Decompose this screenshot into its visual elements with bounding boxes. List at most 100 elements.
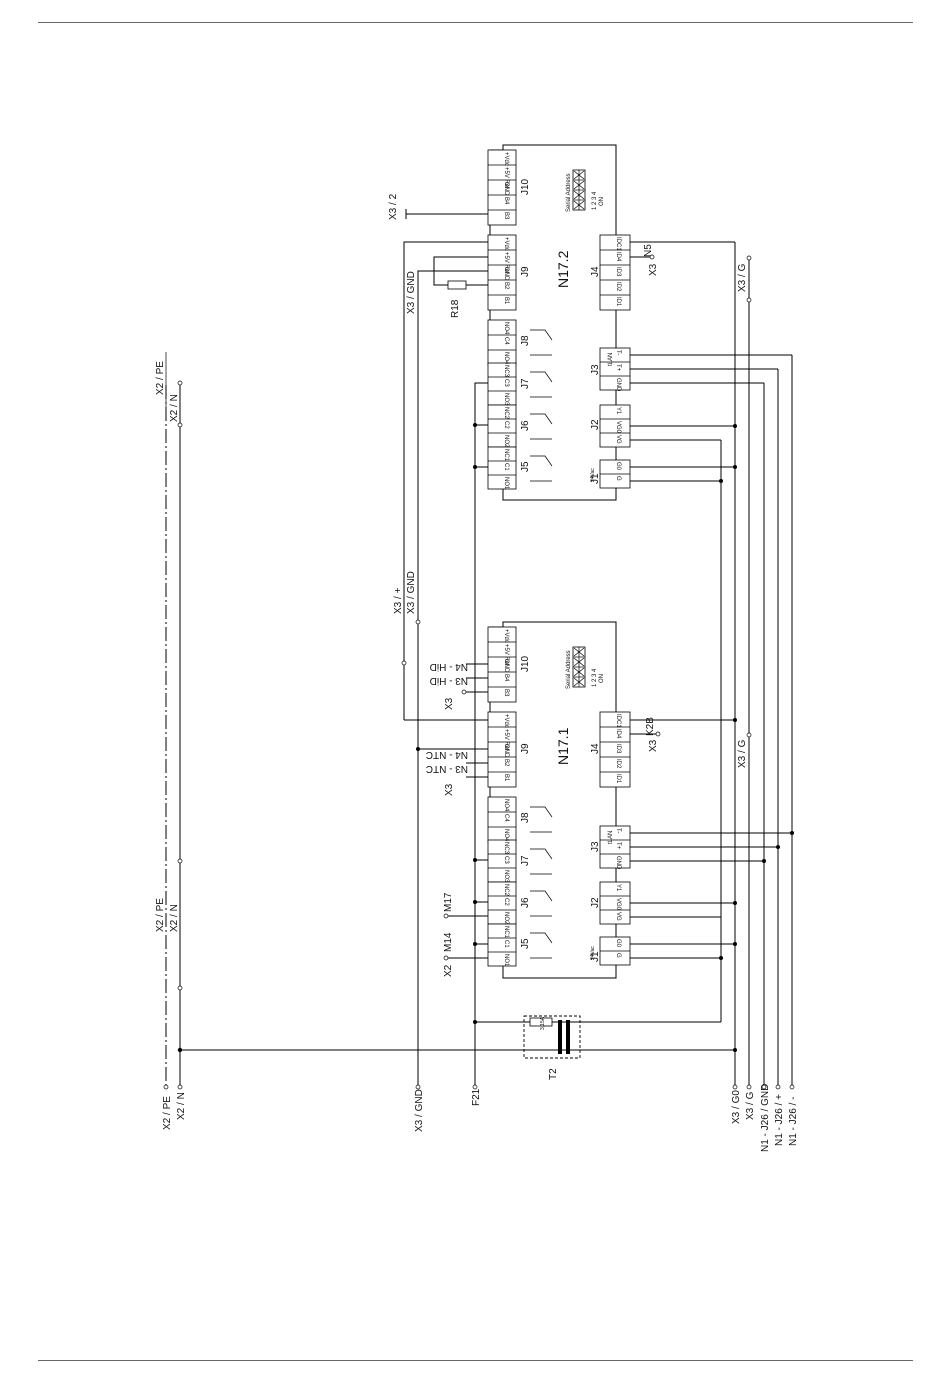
bottom-labels: X2 / PE X2 / N X3 / GND F21 X3 / G0 X3 /… <box>162 1084 799 1152</box>
pin-j6-1: NC2 <box>503 407 509 420</box>
pin-b-j8-2: C4 <box>503 814 509 822</box>
bottom-label-n1-plus: N1 - J26 / + <box>774 1094 785 1146</box>
pin-b-j3-1: T- <box>615 828 621 833</box>
label-x2: X2 <box>443 964 454 977</box>
pin-j2-3: VG <box>615 435 621 444</box>
pin-j6-3: NO2 <box>503 435 509 448</box>
pin-b-j1-2: G <box>615 953 621 958</box>
j1-note-24vac-b: 24Vac <box>590 946 596 960</box>
pin-j4-2: ID4 <box>615 252 621 262</box>
conn-j1: J1 <box>590 473 601 484</box>
top-rule <box>38 22 913 23</box>
pin-j7-1: NC3 <box>503 365 509 378</box>
pin-b-j10-1: +Vdc <box>503 629 509 643</box>
fuse-label: 3,15A <box>540 1016 546 1030</box>
j3-note-tlan-b: tLAN <box>608 831 614 844</box>
bottom-label-x2-n: X2 / N <box>176 1092 187 1120</box>
conn-j2: J2 <box>590 419 601 430</box>
controller-n17-1: N17.1 Serial Address 1 2 3 4 ON J10 J9 J… <box>487 621 631 979</box>
pin-b-j2-1: Y1 <box>615 884 621 892</box>
pin-b-j7-3: NO3 <box>503 870 509 883</box>
labels-n17-1: X3 / + X3 / GND N4 - HiD N3 - HiD X3 N4 … <box>393 571 748 977</box>
mid-left-rail-labels: X2 / PE X2 / N <box>155 898 180 932</box>
label-n4-ntc: N4 - NTC <box>426 749 468 760</box>
bottom-label-n1-gnd: N1 - J26 / GND <box>760 1084 771 1152</box>
conn-j6-b: J6 <box>520 897 531 908</box>
label-x3-g-upper: X3 / G <box>737 263 748 292</box>
pin-j1-1: G0 <box>615 462 621 471</box>
pin-b-j8-1: NO4 <box>503 799 509 812</box>
pin-j5-3: NO1 <box>503 477 509 490</box>
pin-j10-2: +5V Ref <box>503 167 509 189</box>
controller-name-n17-1: N17.1 <box>555 727 571 765</box>
label-x3-2: X3 / 2 <box>388 193 399 220</box>
pin-b-j5-2: C1 <box>503 940 509 948</box>
pin-j2-1: Y1 <box>615 407 621 415</box>
label-x3-gnd-lower: X3 / GND <box>406 571 417 614</box>
bottom-terminal-rings <box>163 1084 795 1090</box>
pin-b-j4-1: IDC1 <box>615 714 621 728</box>
pin-j7-2: C3 <box>503 379 509 387</box>
n-rail <box>177 380 183 1090</box>
label-x3-hid: X3 <box>444 697 455 710</box>
pin-j1-2: G <box>615 476 621 481</box>
transformer-t2: T2 3,15A <box>180 1015 735 1080</box>
conn-j4: J4 <box>590 266 601 277</box>
conn-j9-b: J9 <box>520 743 531 754</box>
pin-j8-3: NO4 <box>503 352 509 365</box>
label-m14: M14 <box>443 932 454 952</box>
label-k2b: K2B <box>645 717 656 736</box>
pin-j4-1: IDC1 <box>615 237 621 251</box>
pin-j2-2: VG0 <box>615 421 621 434</box>
pin-b-j9-4: B2 <box>503 759 509 767</box>
serial-address-digits: 1 2 3 4 <box>592 191 598 210</box>
pin-j10-5: B3 <box>503 212 509 220</box>
pin-b-j4-5: ID1 <box>615 774 621 784</box>
pin-j3-2: T+ <box>615 364 621 372</box>
pin-b-j6-3: NO2 <box>503 912 509 925</box>
pin-b-j5-1: NC1 <box>503 926 509 939</box>
pin-j5-2: C1 <box>503 463 509 471</box>
label-n4-hid: N4 - HiD <box>430 661 468 672</box>
pin-j10-4: B4 <box>503 197 509 205</box>
conn-j8-b: J8 <box>520 812 531 823</box>
bottom-label-x3-gnd: X3 / GND <box>414 1089 425 1132</box>
pe-label-top: X2 / PE <box>155 361 166 395</box>
pin-b-j4-4: ID2 <box>615 759 621 769</box>
conn-j1-b: J1 <box>590 951 601 962</box>
pin-b-j9-2: +5V Ref <box>503 729 509 751</box>
pin-b-j4-3: ID3 <box>615 744 621 754</box>
j1-note-24vac: 24Vac <box>590 468 596 482</box>
conn-j3-b: J3 <box>590 841 601 852</box>
pin-b-j2-2: VG0 <box>615 898 621 911</box>
label-x3-upper: X3 <box>648 263 659 276</box>
label-x3-lower: X3 <box>648 739 659 752</box>
pin-j9-2: +5V Ref <box>503 252 509 274</box>
pe-label-mid: X2 / PE <box>155 898 166 932</box>
serial-address-on: ON <box>599 197 605 206</box>
conn-j9: J9 <box>520 266 531 277</box>
pin-j8-2: C4 <box>503 337 509 345</box>
conn-j7: J7 <box>520 378 531 389</box>
pin-b-j7-2: C3 <box>503 856 509 864</box>
pin-b-j10-2: +5V Ref <box>503 644 509 666</box>
pin-j9-5: B1 <box>503 297 509 305</box>
bottom-label-x3-g0: X3 / G0 <box>731 1090 742 1124</box>
pin-j9-1: +Vdc <box>503 237 509 251</box>
conn-j5: J5 <box>520 461 531 472</box>
serial-address-digits-2: 1 2 3 4 <box>592 668 598 687</box>
pin-b-j2-3: VG <box>615 912 621 921</box>
conn-j2-b: J2 <box>590 897 601 908</box>
pin-j4-5: ID1 <box>615 297 621 307</box>
top-left-rail-labels: X2 / PE X2 / N <box>155 352 180 422</box>
conn-j10: J10 <box>520 178 531 195</box>
pin-b-j9-5: B1 <box>503 774 509 782</box>
pin-j6-2: C2 <box>503 421 509 429</box>
pin-j4-3: ID3 <box>615 267 621 277</box>
conn-j7-b: J7 <box>520 855 531 866</box>
pin-j4-4: ID2 <box>615 282 621 292</box>
conn-j5-b: J5 <box>520 938 531 949</box>
pin-j10-1: +Vdc <box>503 152 509 166</box>
label-x3-gnd-upper: X3 / GND <box>406 271 417 314</box>
bottom-label-f21: F21 <box>471 1088 482 1106</box>
